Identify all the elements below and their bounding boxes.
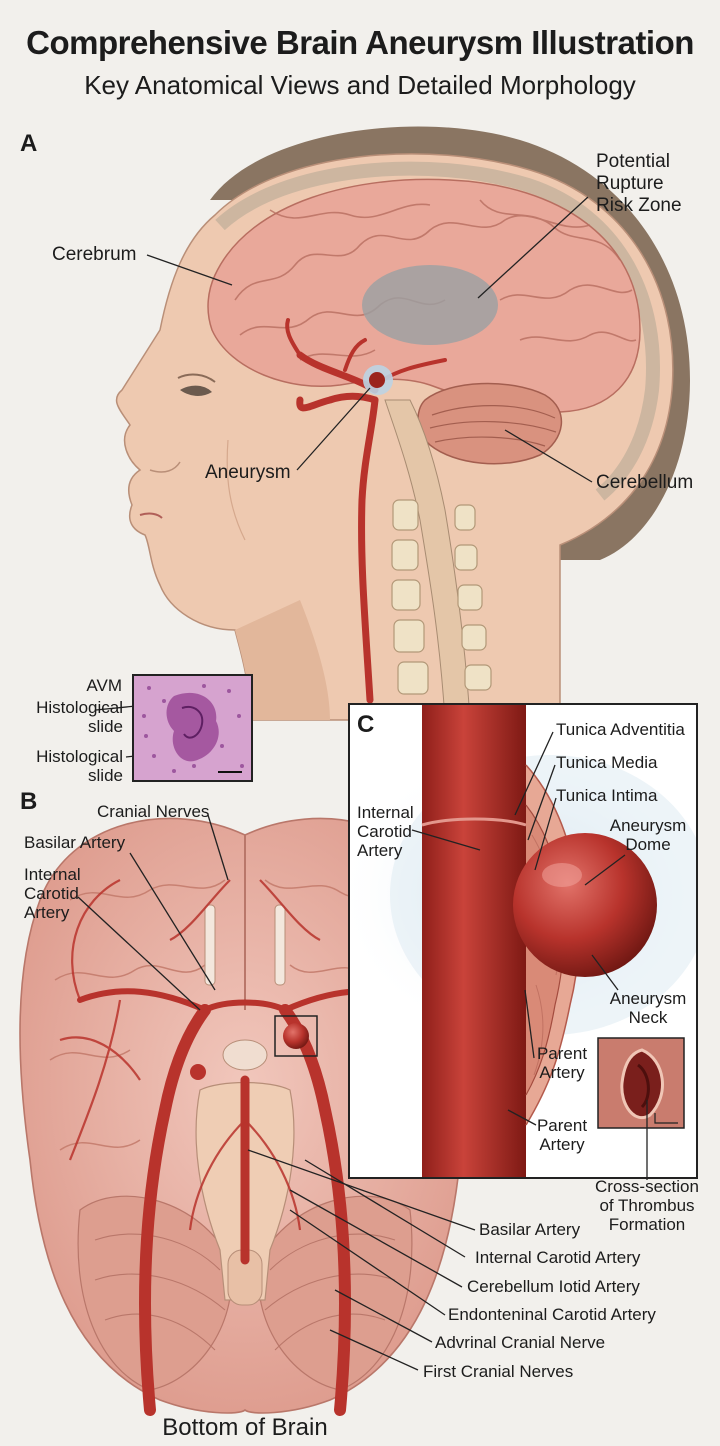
label-neck-line2: Neck bbox=[628, 1008, 668, 1027]
label-ica-c-line2: Carotid bbox=[357, 822, 412, 841]
label-internal-carotid-artery: Internal Carotid Artery bbox=[475, 1248, 641, 1267]
panel-letter-b: B bbox=[20, 788, 38, 815]
label-parent2-line2: Artery bbox=[539, 1135, 585, 1154]
label-histology-1-line2: slide bbox=[88, 717, 123, 736]
label-histology-slide-1: Histological slide bbox=[20, 698, 123, 736]
label-advrinal-cranial-nerve: Advrinal Cranial Nerve bbox=[435, 1333, 606, 1352]
label-thrombus-line3: Formation bbox=[608, 1215, 686, 1234]
label-histology-slide-2: Histological slide bbox=[20, 747, 123, 785]
label-ica-b-line1: Internal bbox=[24, 865, 81, 884]
subtitle: Key Anatomical Views and Detailed Morpho… bbox=[84, 70, 636, 100]
label-tunica-adventitia: Tunica Adventitia bbox=[556, 720, 685, 739]
main-title: Comprehensive Brain Aneurysm Illustratio… bbox=[26, 24, 694, 61]
panel-letter-a: A bbox=[20, 130, 38, 157]
panel-b-leaders bbox=[77, 814, 476, 1371]
label-ica-b: Internal Carotid Artery bbox=[24, 865, 81, 922]
label-ica-b-line3: Artery bbox=[24, 903, 70, 922]
label-basilar-top: Basilar Artery bbox=[24, 833, 126, 852]
label-rupture-line2: Rupture bbox=[596, 173, 664, 194]
label-ica-c-line3: Artery bbox=[357, 841, 403, 860]
label-tunica-intima: Tunica Intima bbox=[556, 786, 658, 805]
label-thrombus-line1: Cross-section bbox=[595, 1177, 699, 1196]
label-parent1-line1: Parent bbox=[536, 1044, 588, 1063]
label-histology-1-line1: Histological bbox=[36, 698, 123, 717]
label-parent-artery-1: Parent Artery bbox=[530, 1044, 594, 1082]
label-basilar-artery: Basilar Artery bbox=[479, 1220, 581, 1239]
label-cerebrum: Cerebrum bbox=[52, 244, 137, 265]
label-aneurysm-dome: Aneurysm Dome bbox=[603, 816, 693, 854]
label-thrombus-cross-section: Cross-section of Thrombus Formation bbox=[588, 1177, 706, 1234]
label-endonteninal-carotid-artery: Endonteninal Carotid Artery bbox=[448, 1305, 656, 1324]
head-profile bbox=[115, 126, 690, 721]
histology-image bbox=[134, 676, 251, 780]
label-thrombus-line2: of Thrombus bbox=[599, 1196, 695, 1215]
label-aneurysm: Aneurysm bbox=[205, 462, 291, 483]
label-parent-artery-2: Parent Artery bbox=[530, 1116, 594, 1154]
panel-letter-c: C bbox=[357, 711, 375, 738]
label-avm: AVM bbox=[86, 676, 122, 695]
label-parent1-line2: Artery bbox=[539, 1063, 585, 1082]
label-parent2-line1: Parent bbox=[536, 1116, 588, 1135]
label-histology-2-line2: slide bbox=[88, 766, 123, 785]
label-histology-2-line1: Histological bbox=[36, 747, 123, 766]
histology-slide bbox=[132, 674, 253, 782]
panel-c-frame bbox=[335, 703, 715, 1179]
label-ica-b-line2: Carotid bbox=[24, 884, 79, 903]
label-rupture-line3: Risk Zone bbox=[596, 195, 682, 216]
label-cerebellum: Cerebellum bbox=[596, 472, 694, 493]
label-first-cranial-nerves: First Cranial Nerves bbox=[423, 1362, 574, 1381]
label-ica-c: Internal Carotid Artery bbox=[357, 803, 414, 860]
label-rupture-line1: Potential bbox=[596, 151, 670, 172]
aneurysm-detail-art bbox=[335, 705, 715, 1177]
label-dome-line2: Dome bbox=[625, 835, 671, 854]
label-neck-line1: Aneurysm bbox=[609, 989, 687, 1008]
label-ica-c-line1: Internal bbox=[357, 803, 414, 822]
caption-bottom-of-brain: Bottom of Brain bbox=[162, 1414, 328, 1441]
label-rupture-zone: Potential Rupture Risk Zone bbox=[596, 151, 682, 217]
label-cranial-nerves-top: Cranial Nerves bbox=[97, 802, 210, 821]
label-tunica-media: Tunica Media bbox=[556, 753, 658, 772]
label-aneurysm-neck: Aneurysm Neck bbox=[603, 989, 693, 1027]
label-dome-line1: Aneurysm bbox=[609, 816, 687, 835]
label-cerebellum-iotid-artery: Cerebellum Iotid Artery bbox=[467, 1277, 640, 1296]
